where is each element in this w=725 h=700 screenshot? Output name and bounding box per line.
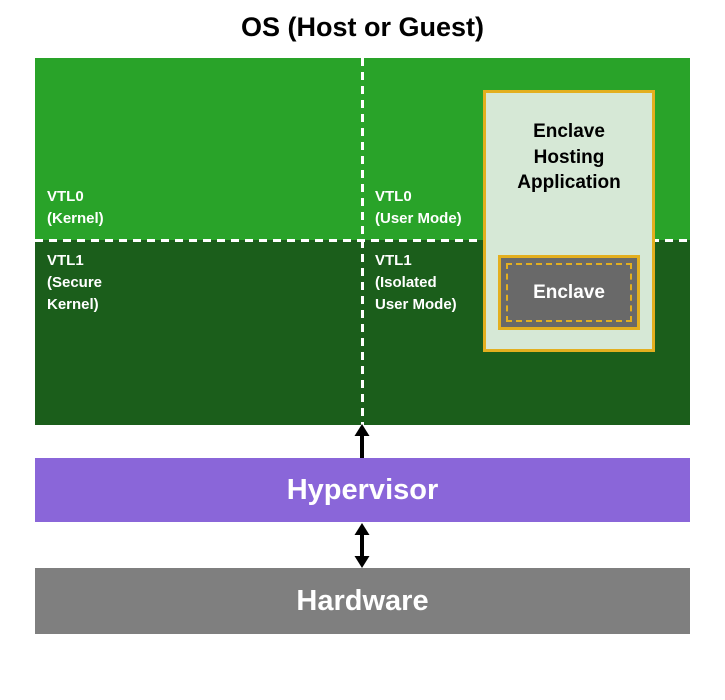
label-line: (Isolated bbox=[375, 273, 437, 291]
hypervisor-box: Hypervisor bbox=[35, 458, 690, 522]
label-line: (Kernel) bbox=[47, 209, 104, 227]
label-vtl0-user-mode: VTL0 (User Mode) bbox=[375, 186, 462, 230]
label-line: (Secure bbox=[47, 273, 103, 291]
label-vtl1-isolated-user-mode: VTL1 (Isolated User Mode) bbox=[375, 250, 457, 315]
enclave-hosting-application-box: Enclave Hosting Application Enclave bbox=[483, 90, 655, 352]
label-line: VTL0 bbox=[375, 188, 412, 205]
label-vtl0-kernel: VTL0 (Kernel) bbox=[47, 186, 104, 230]
label-line: VTL0 bbox=[47, 188, 84, 205]
label-line: VTL1 bbox=[375, 252, 412, 269]
label-line: User Mode) bbox=[375, 295, 457, 313]
label-line: (User Mode) bbox=[375, 209, 462, 227]
label-line: Kernel) bbox=[47, 295, 99, 313]
double-arrow-icon bbox=[354, 523, 370, 568]
enclave-label: Enclave bbox=[506, 263, 632, 322]
kernel-user-vertical-divider bbox=[361, 58, 364, 425]
label-line: VTL1 bbox=[47, 252, 84, 269]
enclave-box: Enclave bbox=[498, 255, 640, 330]
hardware-box: Hardware bbox=[35, 568, 690, 634]
os-box: VTL0 (Kernel) VTL0 (User Mode) VTL1 (Sec… bbox=[35, 58, 690, 425]
label-vtl1-secure-kernel: VTL1 (Secure Kernel) bbox=[47, 250, 102, 315]
arrow-up-icon bbox=[354, 424, 370, 458]
diagram-title: OS (Host or Guest) bbox=[240, 12, 484, 42]
enclave-hosting-application-label: Enclave Hosting Application bbox=[517, 121, 621, 194]
